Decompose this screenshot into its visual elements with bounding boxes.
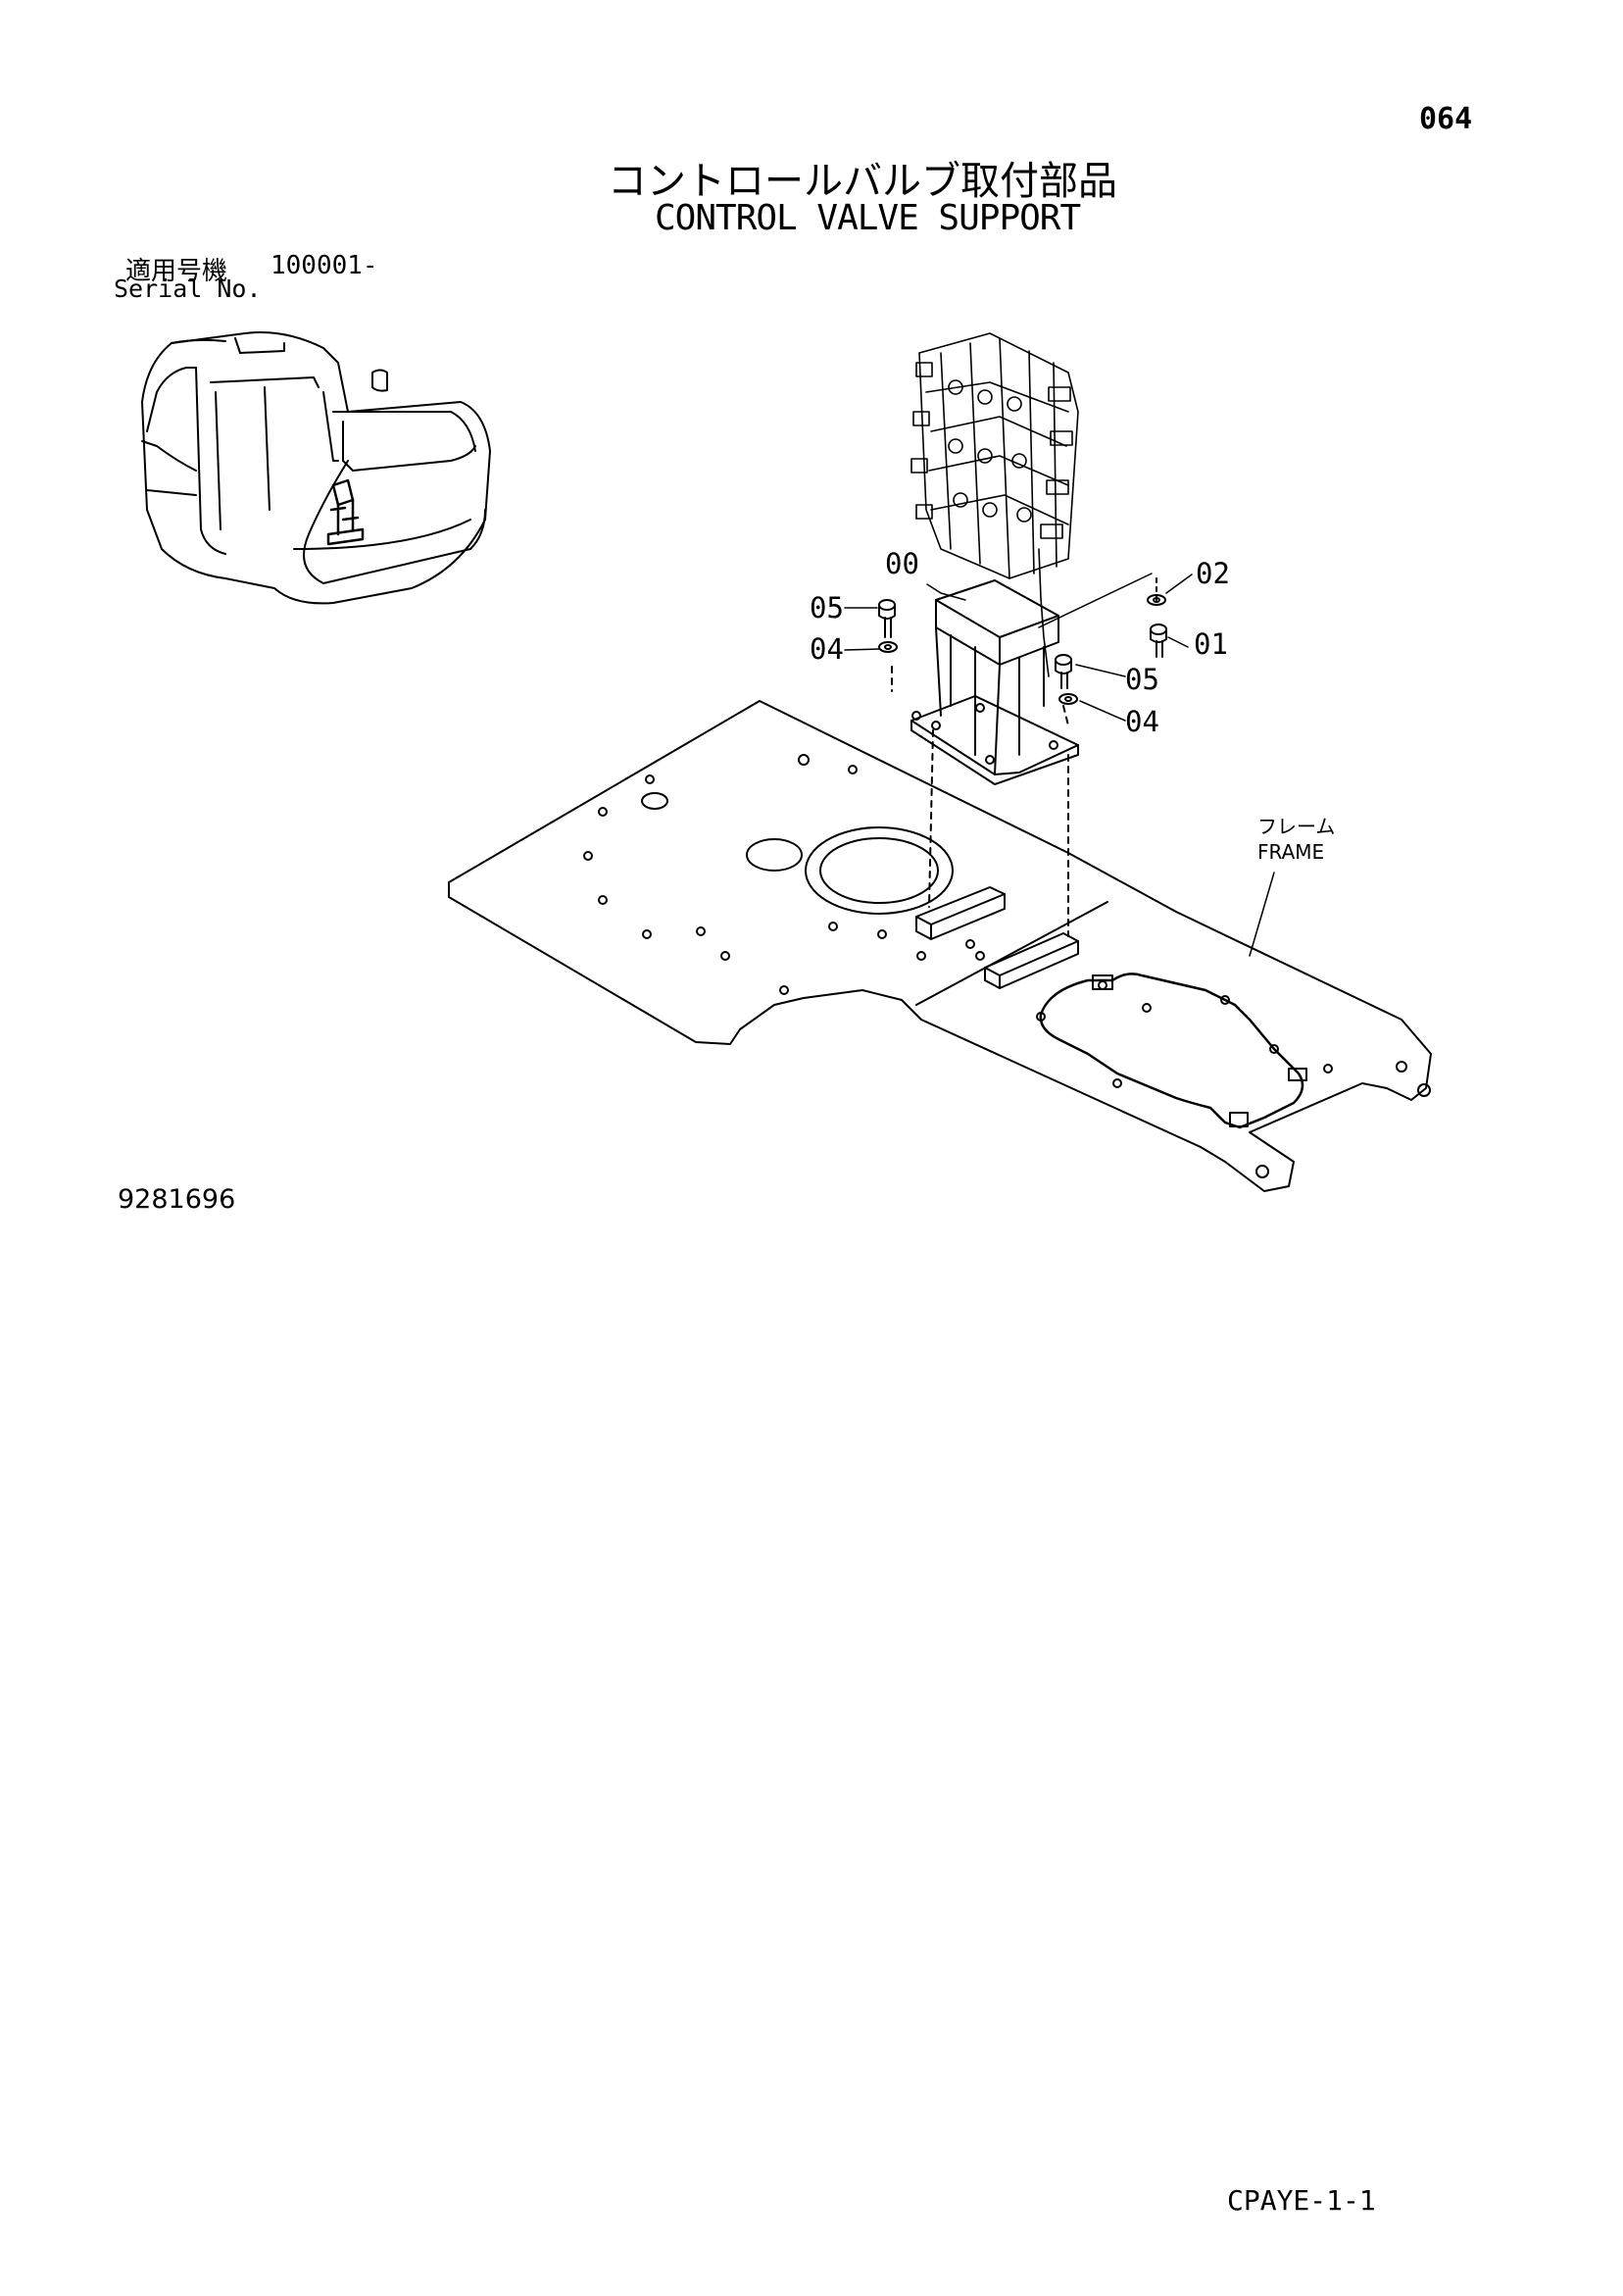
callout-04-right: 04	[1125, 705, 1159, 738]
callout-00: 00	[885, 547, 919, 580]
callout-04-left: 04	[810, 632, 844, 666]
frame-label-japanese: フレーム	[1257, 815, 1335, 838]
excavator-overview-illustration	[141, 331, 491, 605]
serial-range: 100001-	[270, 251, 378, 280]
drawing-number: 9281696	[118, 1184, 236, 1215]
page-code: CPAYE-1-1	[1227, 2184, 1376, 2217]
bolt-01	[1150, 624, 1167, 658]
washer-04-left	[878, 641, 898, 653]
fastener-05-left	[878, 599, 896, 638]
callout-02: 02	[1196, 557, 1230, 590]
callout-05-left: 05	[810, 591, 844, 624]
page-title-english: CONTROL VALVE SUPPORT	[655, 198, 1081, 238]
serial-label-japanese: 適用号機	[125, 257, 228, 286]
page-number: 064	[1419, 102, 1473, 136]
frame-label-english: FRAME	[1257, 840, 1324, 864]
valve-support-bracket	[910, 579, 1079, 785]
frame-plate	[448, 577, 1432, 1192]
fastener-05-right	[1055, 654, 1072, 689]
callout-01: 01	[1194, 627, 1228, 661]
control-valve-assembly	[910, 332, 1079, 677]
callout-05-right: 05	[1125, 663, 1159, 696]
callout-leaders	[844, 573, 1275, 957]
washer-04-right	[1058, 693, 1078, 705]
washer-02	[1147, 594, 1166, 606]
page-title-japanese: コントロールバルブ取付部品	[608, 159, 1117, 204]
serial-label-english: Serial No.	[114, 275, 262, 303]
